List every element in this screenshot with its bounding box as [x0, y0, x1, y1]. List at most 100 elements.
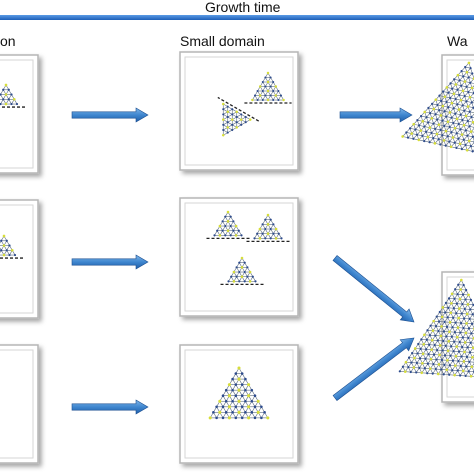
- atom: [438, 109, 441, 112]
- atom: [15, 102, 19, 106]
- atom: [470, 332, 473, 335]
- atom: [0, 239, 3, 242]
- atom: [425, 348, 428, 351]
- atom: [12, 97, 16, 101]
- triangle-crystal-icon: [401, 61, 474, 153]
- atom: [269, 94, 272, 97]
- atom: [443, 124, 446, 127]
- atom: [447, 306, 450, 309]
- atom: [449, 145, 453, 149]
- atom: [264, 76, 267, 79]
- triangle-crystal-icon: [0, 83, 25, 108]
- atom: [468, 317, 471, 320]
- atom: [452, 350, 455, 353]
- atom: [463, 317, 466, 320]
- atom: [428, 126, 432, 129]
- atom: [266, 213, 270, 217]
- atom: [453, 297, 456, 300]
- atom: [461, 104, 464, 107]
- atom: [256, 98, 259, 102]
- atom: [442, 339, 445, 343]
- atom: [237, 229, 240, 232]
- atom: [436, 339, 439, 342]
- atom: [253, 394, 257, 397]
- atom: [235, 126, 239, 129]
- atom: [464, 65, 467, 69]
- atom: [226, 105, 229, 108]
- atom: [266, 71, 270, 75]
- atom: [421, 134, 424, 137]
- atom: [234, 234, 238, 237]
- atom: [463, 95, 466, 98]
- atom: [240, 372, 244, 375]
- atom: [248, 270, 252, 274]
- atom: [422, 343, 426, 346]
- atom: [444, 301, 448, 305]
- atom: [471, 150, 474, 153]
- atom: [445, 335, 448, 338]
- atom: [263, 411, 266, 414]
- atom: [227, 394, 231, 398]
- atom: [433, 142, 437, 145]
- atom: [411, 351, 414, 355]
- atom: [253, 94, 257, 97]
- atom: [447, 297, 451, 300]
- atom: [451, 369, 454, 372]
- atom: [221, 220, 224, 223]
- atom: [249, 118, 252, 121]
- atom: [455, 302, 459, 305]
- atom: [229, 215, 232, 218]
- atom: [2, 253, 6, 257]
- atom: [446, 135, 449, 138]
- atom: [470, 115, 473, 119]
- atom: [430, 338, 434, 342]
- atom: [251, 98, 254, 102]
- atom: [429, 357, 433, 361]
- atom: [405, 131, 408, 134]
- atom: [462, 360, 466, 363]
- atom: [272, 223, 275, 226]
- atom: [246, 266, 249, 269]
- atom: [435, 132, 439, 136]
- atom: [7, 98, 10, 101]
- atom: [440, 99, 443, 102]
- atom: [461, 345, 464, 349]
- atom: [463, 80, 467, 83]
- atom: [437, 138, 440, 141]
- atom: [456, 335, 459, 339]
- atom: [234, 405, 238, 409]
- atom: [462, 283, 465, 287]
- atom: [440, 358, 444, 362]
- atom: [457, 283, 460, 286]
- edge-dashed-line: [217, 96, 260, 122]
- atom: [464, 374, 467, 378]
- atom: [222, 123, 225, 126]
- atom: [453, 373, 456, 377]
- atom: [423, 139, 426, 143]
- atom: [244, 411, 247, 414]
- atom: [430, 131, 433, 135]
- atom: [417, 138, 421, 142]
- atom: [429, 112, 432, 115]
- atom: [466, 120, 469, 123]
- atom: [443, 320, 446, 324]
- atom: [447, 91, 450, 94]
- atom: [234, 372, 238, 375]
- atom: [452, 307, 455, 310]
- atom: [216, 229, 219, 232]
- atom: [458, 307, 461, 310]
- atom: [424, 357, 427, 360]
- atom: [229, 234, 232, 237]
- atom: [231, 108, 234, 111]
- atom: [447, 106, 450, 109]
- atom: [467, 139, 471, 143]
- atom: [256, 232, 259, 235]
- stage-label-left: on: [0, 33, 16, 49]
- atom: [451, 359, 455, 362]
- atom: [269, 218, 272, 221]
- atom: [231, 399, 234, 403]
- atom: [461, 336, 464, 339]
- atom: [432, 363, 435, 366]
- panel-inner-frame: [0, 59, 34, 169]
- atom: [221, 405, 225, 409]
